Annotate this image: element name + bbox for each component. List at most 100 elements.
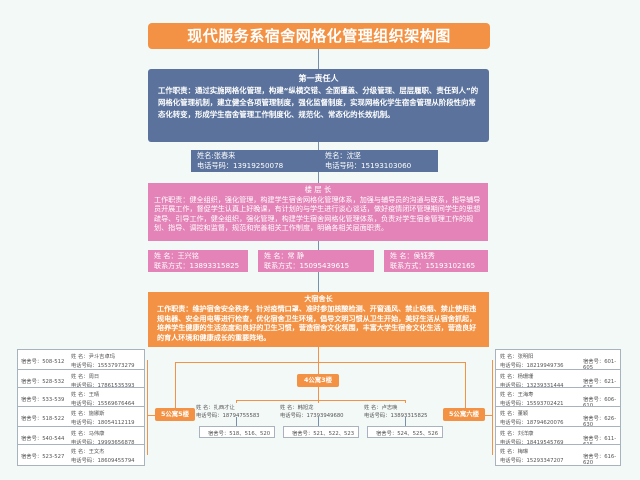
leaf-dorm: 宿舍号：518、516、520: [208, 431, 271, 437]
leaf-phone: 电话号码：18419545769: [500, 440, 564, 446]
left-leaf-4: 宿舍号：518-522 姓 名：施娜斯 电话号码：18054112119: [17, 406, 145, 428]
leaf-phone: 电话号码：15593702421: [500, 401, 564, 407]
left-leaf-5: 宿舍号：540-544 姓 名：马伟康 电话号码：19993656878: [17, 426, 145, 448]
leaf-dorm: 宿舍号：540-544: [21, 436, 65, 442]
connector-line: [318, 49, 319, 69]
connector-line: [175, 362, 176, 408]
mid-leaf-dorm-2: 宿舍号：521、522、523: [283, 426, 359, 438]
connector-line: [485, 415, 493, 416]
floor-leader-member: 姓 名：王兴铭 联系方式：13893315825: [148, 250, 248, 272]
leader-2: 姓名：沈坚 电话号码：15193103060: [325, 151, 411, 171]
dorm-leader-box: 大宿舍长 工作职责：维护宿舍安全秩序，针对疫情口罩、准时参加核酸检测、开窗通风、…: [148, 292, 489, 347]
leaf-name: 姓 名：杨珊珊: [500, 374, 534, 380]
connector-line: [236, 400, 406, 401]
leaf-dorm: 宿舍号：626-630: [583, 416, 617, 428]
connector-line: [492, 360, 493, 455]
connector-line: [318, 172, 319, 183]
floor-pill-mid: 4公寓3楼: [297, 374, 339, 387]
leaf-phone: 电话号码：18219949736: [500, 363, 564, 369]
member-phone: 联系方式：15193102165: [390, 261, 476, 270]
leaf-phone: 电话号码：18609455794: [71, 458, 135, 464]
leaf-dorm: 宿舍号：521、522、523: [292, 431, 355, 437]
member-name: 姓 名：王兴铭: [154, 251, 199, 260]
connector-line: [318, 142, 319, 150]
floor-pill-right: 5公寓六楼: [443, 408, 485, 421]
floor-leader-heading: 楼 层 长: [304, 185, 332, 194]
connector-line: [236, 400, 237, 403]
first-responsible-heading: 第一责任人: [298, 74, 339, 83]
mid-leaf-info-3: 姓 名：卢志唤 电话号码：13893315825: [364, 403, 444, 419]
leaf-phone: 电话号码：15537973279: [71, 363, 135, 369]
leaf-dorm: 宿舍号：528-532: [21, 379, 65, 385]
first-responsible-duty: 工作职责：通过实施网格化管理，构建“纵横交错、全面覆盖、分级管理、层层履职、责任…: [158, 86, 479, 119]
connector-line: [318, 347, 319, 374]
mid-leaf-info-2: 姓 名：韩旭龙 电话号码：17393949680: [280, 403, 360, 419]
connector-line: [147, 415, 155, 416]
leaf-phone: 电话号码：18054112119: [71, 420, 135, 426]
leaf-name: 姓 名：马伟康: [71, 431, 105, 437]
leaf-phone: 电话号码：18794620076: [500, 420, 564, 426]
dorm-leader-heading: 大宿舍长: [304, 294, 333, 303]
connector-line: [318, 387, 319, 400]
connector-line: [236, 417, 237, 426]
leader-phone: 电话号码：15193103060: [325, 161, 412, 170]
left-leaf-1: 宿舍号：508-512 姓 名：尹斗吉卓玛 电话号码：15537973279: [17, 349, 145, 371]
leaf-name: 姓 名：王文杰: [71, 449, 105, 455]
leaf-name: 姓 名：王晴: [71, 392, 100, 398]
leaf-name: 姓 名：卢志唤: [364, 405, 398, 411]
leaf-name: 姓 名：张明阳: [500, 354, 534, 360]
leaf-phone: 电话号码：15569676464: [71, 401, 135, 407]
leader-phone: 电话号码：13919250078: [197, 161, 284, 170]
leaf-name: 姓 名：梅琳: [500, 449, 529, 455]
leaf-name: 姓 名：刘洋康: [500, 431, 534, 437]
leaf-dorm: 宿舍号：533-539: [21, 397, 65, 403]
leader-name: 姓名：沈坚: [325, 151, 361, 160]
member-phone: 联系方式：13893315825: [154, 261, 240, 270]
leaf-dorm: 宿舍号：524、525、526: [376, 431, 439, 437]
connector-line: [318, 272, 319, 292]
leaf-dorm: 宿舍号：518-522: [21, 416, 65, 422]
leaf-name: 姓 名：尹斗吉卓玛: [71, 354, 116, 360]
leaders-bar: 姓名:张春来 电话号码：13919250078 姓名：沈坚 电话号码：15193…: [191, 150, 438, 172]
floor-leader-member: 姓 名：侯钰秀 联系方式：15193102165: [384, 250, 488, 272]
mid-leaf-dorm-3: 宿舍号：524、525、526: [367, 426, 443, 438]
connector-line: [175, 362, 465, 363]
member-name: 姓 名：侯钰秀: [390, 251, 435, 260]
floor-leader-member: 姓 名：常 静 联系方式：15095439615: [258, 250, 374, 272]
leaf-dorm: 宿舍号：508-512: [21, 359, 65, 365]
connector-line: [465, 362, 466, 408]
leaf-phone: 电话号码：17393949680: [280, 413, 344, 419]
connector-line: [318, 241, 319, 250]
floor-leader-box: 楼 层 长 工作职责：健全组织，强化管理，构建学生宿舍网格化管理体系，加强与辅导…: [148, 183, 488, 241]
right-leaf-2: 姓 名：杨珊珊 电话号码：13239331444 宿舍号：621-625: [495, 369, 621, 391]
floor-leader-duty: 工作职责：健全组织，强化管理，构建学生宿舍网格化管理体系，加强与辅导员的沟通与联…: [154, 194, 481, 233]
first-responsible-box: 第一责任人 工作职责：通过实施网格化管理，构建“纵横交错、全面覆盖、分级管理、层…: [148, 69, 489, 142]
leader-name: 姓名:张春来: [197, 151, 236, 160]
leaf-phone: 电话号码：18794755583: [196, 413, 260, 419]
mid-leaf-info-1: 姓 名：扎西才让 电话号码：18794755583: [196, 403, 276, 419]
leaf-phone: 电话号码：19993656878: [71, 440, 135, 446]
connector-line: [318, 400, 319, 403]
connector-line: [405, 417, 406, 426]
connector-line: [318, 417, 319, 426]
left-leaf-6: 宿舍号：523-527 姓 名：王文杰 电话号码：18609455794: [17, 444, 145, 466]
leaf-name: 姓 名：施娜斯: [71, 411, 105, 417]
leaf-phone: 电话号码：15293347207: [500, 458, 564, 464]
dorm-leader-duty: 工作职责：维护宿舍安全秩序，针对疫情口罩、准时参加核酸检测、开窗通风、禁止吸烟、…: [157, 303, 477, 343]
leaf-dorm: 宿舍号：616-620: [583, 454, 617, 466]
member-name: 姓 名：常 静: [264, 251, 304, 260]
connector-line: [405, 400, 406, 403]
leaf-phone: 电话号码：17861535393: [71, 383, 135, 389]
leaf-dorm: 宿舍号：601-605: [583, 359, 617, 371]
right-leaf-4: 姓 名：董颖 电话号码：18794620076 宿舍号：626-630: [495, 406, 621, 428]
leaf-name: 姓 名：周日: [71, 374, 100, 380]
connector-line: [147, 360, 148, 455]
leaf-phone: 电话号码：13239331444: [500, 383, 564, 389]
page-title: 现代服务系宿舍网格化管理组织架构图: [148, 23, 490, 49]
leaf-name: 姓 名：韩旭龙: [280, 405, 314, 411]
leaf-phone: 电话号码：13893315825: [364, 413, 428, 419]
leaf-name: 姓 名：扎西才让: [196, 405, 235, 411]
member-phone: 联系方式：15095439615: [264, 261, 350, 270]
leaf-name: 姓 名：董颖: [500, 411, 529, 417]
floor-pill-left: 5公寓5楼: [155, 408, 195, 421]
